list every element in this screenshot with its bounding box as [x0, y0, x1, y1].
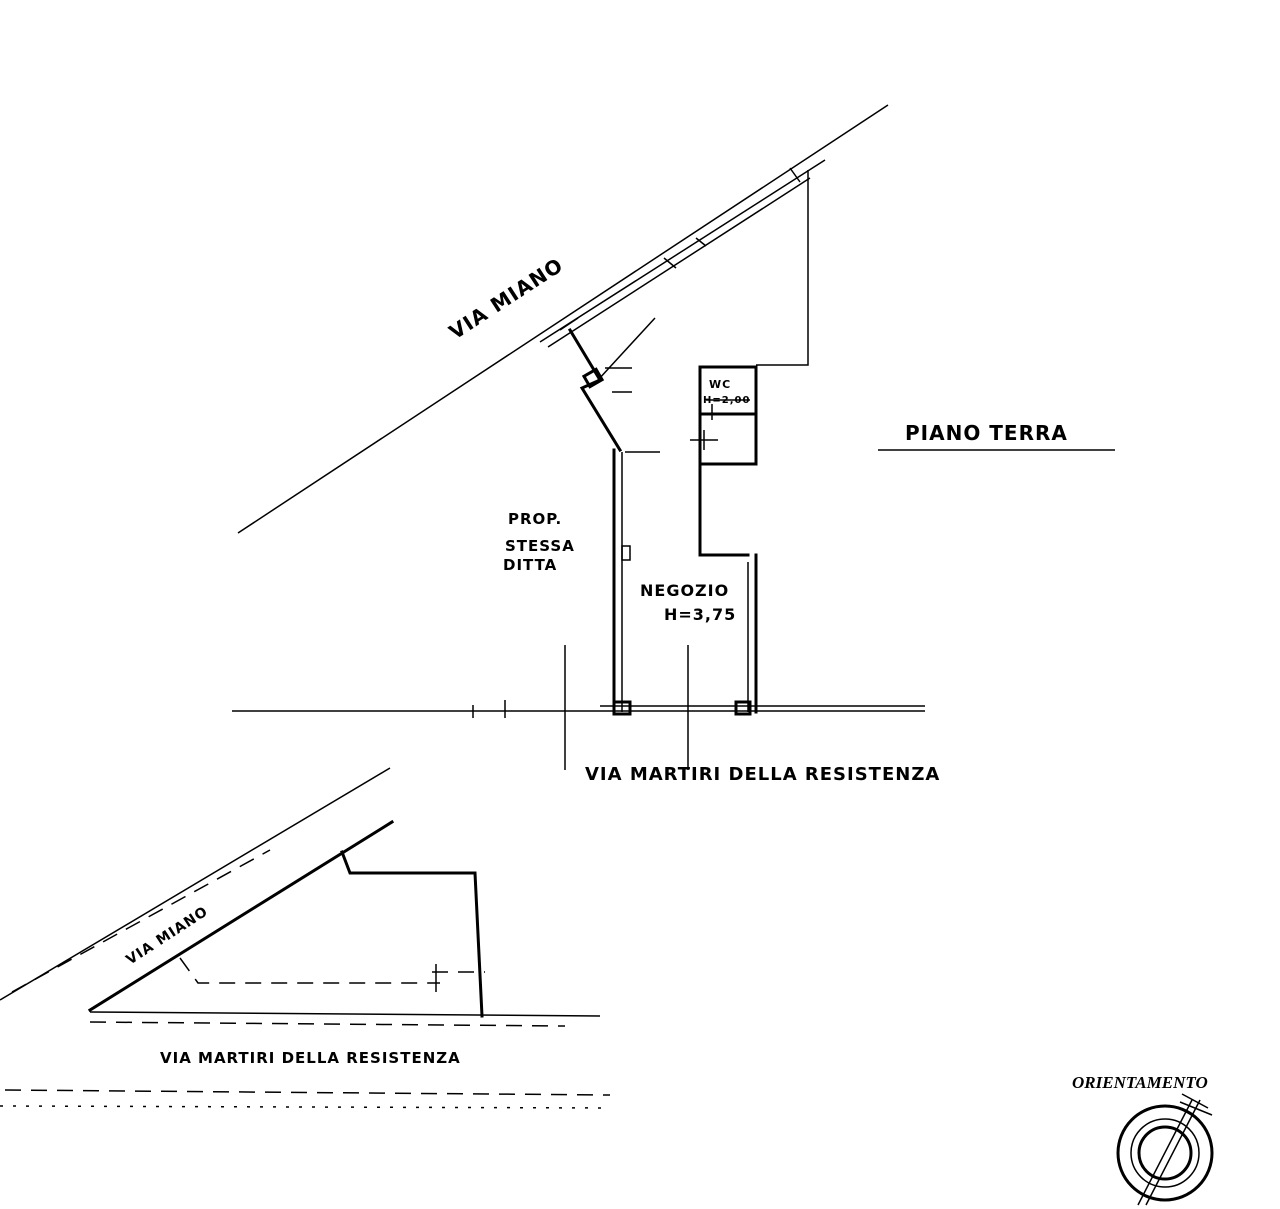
- negozio-height-label: H=3,75: [664, 605, 736, 624]
- wc-label: WC: [709, 378, 731, 391]
- via-martiri-small-label: VIA MARTIRI DELLA RESISTENZA: [160, 1049, 461, 1067]
- facade-inner-line: [547, 177, 811, 348]
- piano-terra-label: PIANO TERRA: [905, 421, 1068, 445]
- via-miano-small-label: VIA MIANO: [123, 904, 211, 969]
- prop-label: PROP.: [508, 510, 562, 528]
- site-plan: [0, 767, 611, 1109]
- negozio-right-wall: [698, 462, 750, 557]
- via-martiri-label: VIA MARTIRI DELLA RESISTENZA: [585, 764, 940, 785]
- via-miano-label: VIA MIANO: [445, 253, 568, 344]
- via-miano-street-line: [237, 104, 889, 534]
- entrance-wall: [567, 327, 623, 453]
- orientamento-label: ORIENTAMENTO: [1072, 1073, 1208, 1092]
- perimeter-right-wall: [756, 170, 809, 366]
- ditta-label: DITTA: [503, 556, 557, 574]
- stessa-label: STESSA: [505, 537, 575, 555]
- wc-height-label: H=2,00: [703, 395, 750, 406]
- compass-icon: [1116, 1093, 1214, 1206]
- negozio-label: NEGOZIO: [640, 581, 729, 600]
- facade-outer-line: [539, 159, 826, 343]
- main-plan: [232, 104, 925, 770]
